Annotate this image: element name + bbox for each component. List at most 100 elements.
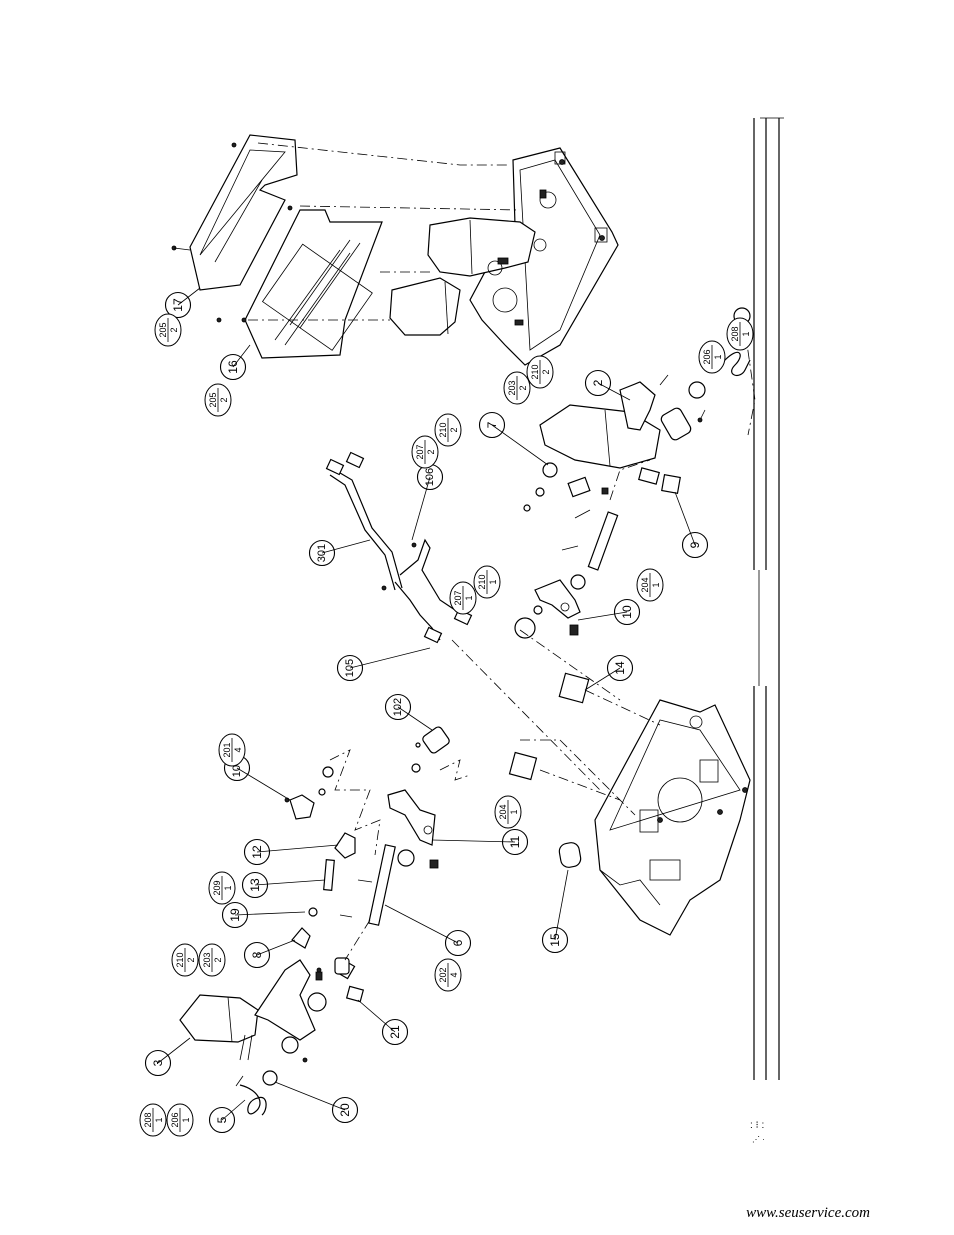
- leader-c14: [584, 667, 621, 691]
- leader-c105: [349, 647, 431, 669]
- leader-c8: [256, 939, 296, 956]
- fraction-denominator: 2: [213, 957, 223, 962]
- leader-c7: [491, 424, 549, 466]
- leader-c21: [357, 999, 396, 1033]
- fraction-numerator: 206: [170, 1112, 180, 1127]
- fraction-denominator: 1: [154, 1117, 164, 1122]
- fraction-numerator: 203: [507, 380, 517, 395]
- svg-text:: ⁝ :: : ⁝ :: [750, 1120, 764, 1131]
- leader-c20: [274, 1081, 346, 1111]
- fraction-denominator: 2: [169, 327, 179, 332]
- fraction-numerator: 208: [143, 1112, 153, 1127]
- leader-c6: [384, 904, 459, 944]
- fraction-denominator: 1: [741, 331, 751, 336]
- fraction-denominator: 1: [464, 595, 474, 600]
- fraction-denominator: 2: [541, 369, 551, 374]
- leader-c9: [674, 491, 696, 546]
- fraction-numerator: 205: [208, 392, 218, 407]
- upper-bracket-assembly: [389, 147, 619, 366]
- wiring-harness: [325, 451, 473, 644]
- fraction-denominator: 4: [233, 747, 243, 752]
- fraction-numerator: 201: [222, 742, 232, 757]
- leader-c17: [177, 287, 201, 306]
- fraction-numerator: 209: [212, 880, 222, 895]
- leader-c12: [256, 844, 339, 853]
- fraction-denominator: 4: [449, 972, 459, 977]
- fraction-denominator: 2: [518, 385, 528, 390]
- cover-plate-16: [216, 205, 383, 359]
- fraction-denominator: 1: [651, 582, 661, 587]
- leader-c11: [431, 839, 516, 843]
- fraction-denominator: 2: [219, 397, 229, 402]
- fraction-numerator: 210: [477, 574, 487, 589]
- left-small-parts: [284, 726, 471, 975]
- callout-7: 7: [485, 421, 499, 428]
- fraction-denominator: 2: [426, 449, 436, 454]
- leader-c301: [321, 539, 371, 554]
- fraction-numerator: 207: [415, 444, 425, 459]
- leader-c106: [411, 476, 431, 541]
- fraction-numerator: 208: [730, 326, 740, 341]
- leader-c102: [397, 706, 433, 731]
- main-bracket-base: [594, 699, 751, 936]
- fraction-denominator: 1: [509, 809, 519, 814]
- fraction-denominator: 1: [223, 885, 233, 890]
- fraction-denominator: 2: [449, 427, 459, 432]
- fraction-denominator: 1: [713, 354, 723, 359]
- leader-c19: [234, 911, 306, 916]
- fraction-numerator: 204: [640, 577, 650, 592]
- fraction-numerator: 202: [438, 967, 448, 982]
- leader-c15: [554, 869, 569, 941]
- leader-c13: [254, 879, 326, 886]
- pedal-2-exploded: [539, 307, 756, 571]
- fraction-numerator: 203: [202, 952, 212, 967]
- fraction-numerator: 205: [158, 322, 168, 337]
- fraction-denominator: 2: [186, 957, 196, 962]
- leader-c5: [221, 1099, 246, 1121]
- fraction-numerator: 210: [530, 364, 540, 379]
- leader-c104: [236, 767, 291, 801]
- fraction-numerator: 204: [498, 804, 508, 819]
- callout-10: 10: [620, 605, 634, 619]
- fraction-numerator: 207: [453, 590, 463, 605]
- bushing-15: [558, 842, 582, 868]
- fraction-numerator: 210: [175, 952, 185, 967]
- drawing-border: : ⁝ : ⋰ ·: [750, 117, 784, 1144]
- part-14: [558, 672, 590, 704]
- leader-c16: [232, 344, 251, 368]
- cover-plate-17: [171, 134, 298, 291]
- leader-lines: [157, 287, 696, 1121]
- svg-text:⋰ ·: ⋰ ·: [752, 1135, 765, 1144]
- pedal-3-exploded: [179, 958, 365, 1116]
- fraction-numerator: 206: [702, 349, 712, 364]
- callout-2: 2: [591, 379, 605, 386]
- footer-url: www.seuservice.com: [746, 1205, 870, 1221]
- leader-c10: [577, 611, 628, 621]
- fraction-denominator: 1: [181, 1117, 191, 1122]
- fraction-numerator: 210: [438, 422, 448, 437]
- sensor-bracket-10: [514, 462, 621, 701]
- callout-14: 14: [613, 661, 627, 675]
- leader-c2: [597, 382, 631, 401]
